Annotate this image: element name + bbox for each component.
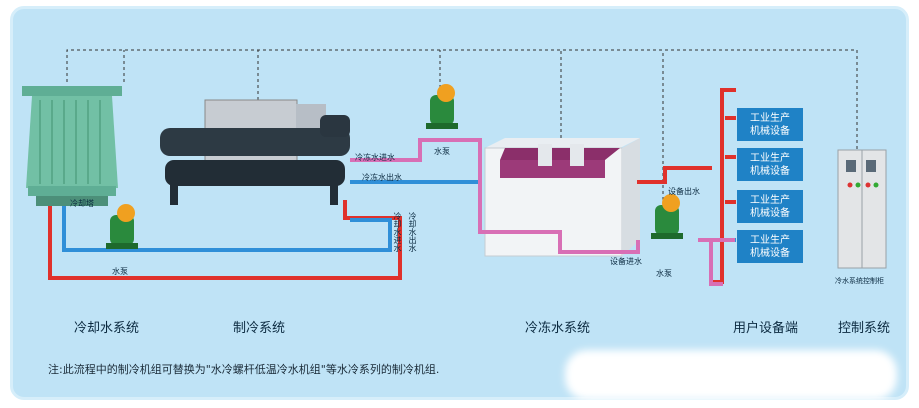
blurred-region (565, 350, 897, 400)
equipment-line1: 工业生产 (750, 152, 790, 164)
label-refrigeration-system: 制冷系统 (233, 321, 286, 336)
label-cooling-out: 冷却水出水 (408, 212, 417, 252)
control-cabinet (837, 149, 887, 269)
equipment-line1: 工业生产 (750, 194, 790, 206)
label-control-cabinet: 冷水系统控制柜 (835, 277, 884, 285)
label-cooling-in: 冷却水进水 (393, 212, 402, 252)
equipment-line2: 机械设备 (750, 165, 790, 177)
chilled-water-tank (484, 138, 640, 257)
chiller-unit (160, 99, 350, 205)
equipment-line1: 工业生产 (750, 112, 790, 124)
equipment-box: 工业生产机械设备 (737, 148, 803, 181)
equipment-box: 工业生产机械设备 (737, 230, 803, 263)
label-pump-right: 水泵 (656, 269, 672, 278)
label-user-equipment: 用户设备端 (733, 321, 799, 336)
pump-icons (106, 84, 683, 249)
label-control-system: 控制系统 (838, 321, 891, 336)
label-equip-in: 设备进水 (610, 257, 642, 266)
equipment-line2: 机械设备 (750, 207, 790, 219)
equipment-line2: 机械设备 (750, 125, 790, 137)
label-chilled-out: 冷冻水出水 (362, 173, 402, 182)
equipment-line2: 机械设备 (750, 247, 790, 259)
equipment-line1: 工业生产 (750, 234, 790, 246)
label-pump-top: 水泵 (434, 147, 450, 156)
cooling-tower (22, 86, 122, 206)
label-chilled-water-system: 冷冻水系统 (525, 321, 591, 336)
footnote: 注:此流程中的制冷机组可替换为"水冷螺杆低温冷水机组"等水冷系列的制冷机组. (48, 363, 440, 376)
label-cooling-water-system: 冷却水系统 (74, 321, 140, 336)
equipment-box: 工业生产机械设备 (737, 190, 803, 223)
label-chilled-in: 冷冻水进水 (355, 153, 395, 162)
label-equip-out: 设备出水 (668, 187, 700, 196)
equipment-box: 工业生产机械设备 (737, 108, 803, 141)
chilled-water-pipes (350, 138, 735, 286)
label-cooling-tower: 冷却塔 (70, 199, 94, 208)
label-pump-left: 水泵 (112, 267, 128, 276)
